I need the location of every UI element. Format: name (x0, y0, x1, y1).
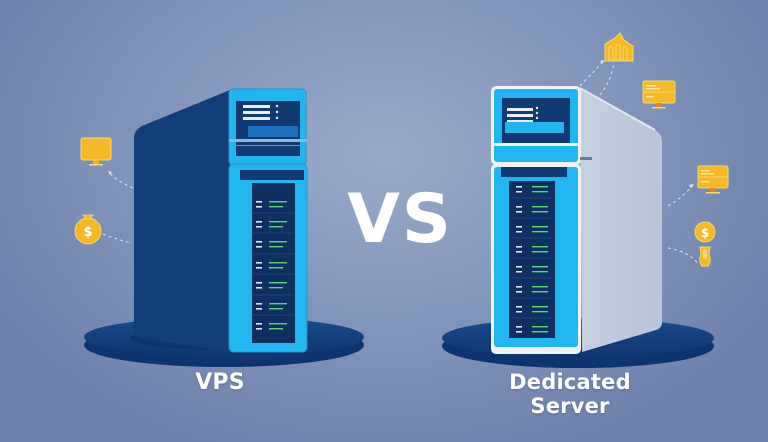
money-bag-icon: $ (74, 214, 102, 245)
building-icon (604, 32, 634, 62)
key-icon (699, 246, 711, 267)
vps-label: VPS (195, 370, 245, 395)
dedicated-label-line2: Server (530, 394, 610, 418)
arrow-head (108, 171, 112, 175)
connector-line (102, 233, 133, 244)
dedicated-drive-bays (511, 186, 553, 333)
dedicated-server-label: Dedicated Server (480, 370, 660, 418)
arrow-head (689, 184, 694, 188)
connector-line (667, 185, 693, 207)
vps-server-tower (134, 88, 308, 353)
arrow-head (600, 60, 605, 64)
dedicated-server-tower (491, 86, 662, 354)
svg-text:$: $ (701, 226, 709, 240)
connector-line (667, 247, 699, 265)
dedicated-label-line1: Dedicated (509, 370, 631, 394)
dollar-coin-icon: $ (694, 221, 716, 243)
vps-drive-bays (253, 201, 294, 330)
dashboard-monitor-icon (642, 80, 676, 109)
vs-heading: VS (347, 180, 453, 259)
monitor-icon (697, 165, 729, 194)
monitor-icon (80, 137, 112, 166)
connector-line (579, 61, 604, 87)
connector-line (599, 61, 615, 96)
connector-line (109, 172, 134, 189)
svg-text:$: $ (83, 225, 92, 240)
